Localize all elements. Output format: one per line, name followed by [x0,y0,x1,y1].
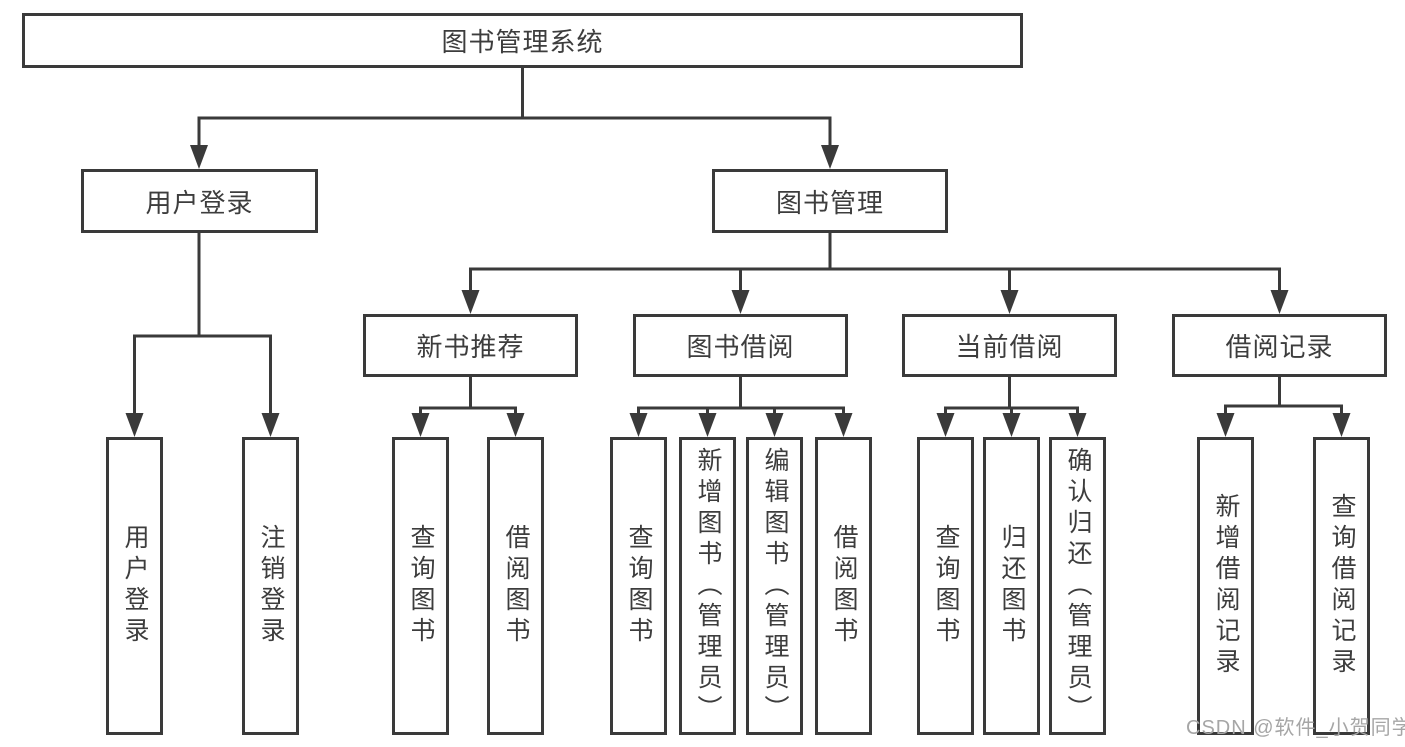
arrow-down-icon [1002,413,1021,437]
leaf-label: 查询图书 [932,524,960,648]
leaf-query-borrow-record: 查询借阅记录 [1313,437,1370,735]
arrow-down-icon [698,413,717,437]
arrow-down-icon [936,413,955,437]
leaf-query-books-recommend: 查询图书 [392,437,449,735]
arrow-down-icon [506,413,525,437]
leaf-label: 借阅图书 [830,524,858,648]
leaf-borrow-books: 借阅图书 [815,437,872,735]
leaf-edit-books-admin: 编辑图书（管理员） [746,437,803,735]
leaf-query-books-current: 查询图书 [917,437,974,735]
leaf-label: 新增借阅记录 [1212,493,1240,679]
node-book-management: 图书管理 [712,169,948,233]
node-label: 图书管理系统 [441,27,604,57]
csdn-watermark: CSDN @软件_小贺同学 [1186,717,1405,739]
leaf-label: 用户登录 [121,524,149,648]
node-label: 图书管理 [775,187,884,218]
leaf-return-books: 归还图书 [983,437,1040,735]
leaf-label: 查询借阅记录 [1328,493,1356,679]
node-borrowing-records: 借阅记录 [1172,314,1387,377]
arrow-down-icon [190,145,208,169]
arrow-down-icon [821,145,839,169]
arrow-down-icon [1068,413,1087,437]
leaf-label: 查询图书 [625,524,653,648]
arrow-down-icon [125,413,144,437]
leaf-label: 新增图书（管理员） [694,446,722,726]
node-current-borrowing: 当前借阅 [902,314,1117,377]
arrow-down-icon [1000,290,1019,314]
leaf-label: 归还图书 [998,524,1026,648]
node-label: 新书推荐 [416,332,525,362]
leaf-label: 借阅图书 [502,524,530,648]
node-user-login: 用户登录 [81,169,318,233]
arrow-down-icon [261,413,280,437]
leaf-add-books-admin: 新增图书（管理员） [679,437,736,735]
arrow-down-icon [1270,290,1289,314]
leaf-confirm-return-admin: 确认归还（管理员） [1049,437,1106,735]
arrow-down-icon [411,413,430,437]
arrow-down-icon [765,413,784,437]
node-label: 借阅记录 [1225,332,1334,362]
node-label: 图书借阅 [686,332,795,362]
leaf-label: 编辑图书（管理员） [761,446,789,726]
arrow-down-icon [461,290,480,314]
node-label: 用户登录 [145,187,254,218]
arrow-down-icon [629,413,648,437]
leaf-borrow-books-recommend: 借阅图书 [487,437,544,735]
node-book-borrowing: 图书借阅 [633,314,848,377]
arrow-down-icon [834,413,853,437]
leaf-add-borrow-record: 新增借阅记录 [1197,437,1254,735]
node-library-management-system: 图书管理系统 [22,13,1023,68]
leaf-label: 查询图书 [407,524,435,648]
leaf-user-login: 用户登录 [106,437,163,735]
leaf-query-books-borrow: 查询图书 [610,437,667,735]
connector-lines [133,68,1343,416]
node-new-book-recommend: 新书推荐 [363,314,578,377]
leaf-label: 注销登录 [257,524,285,648]
arrowheads [125,145,1351,437]
arrow-down-icon [731,290,750,314]
leaf-logout: 注销登录 [242,437,299,735]
arrow-down-icon [1216,413,1235,437]
arrow-down-icon [1332,413,1351,437]
node-label: 当前借阅 [955,332,1064,362]
leaf-label: 确认归还（管理员） [1064,446,1092,726]
